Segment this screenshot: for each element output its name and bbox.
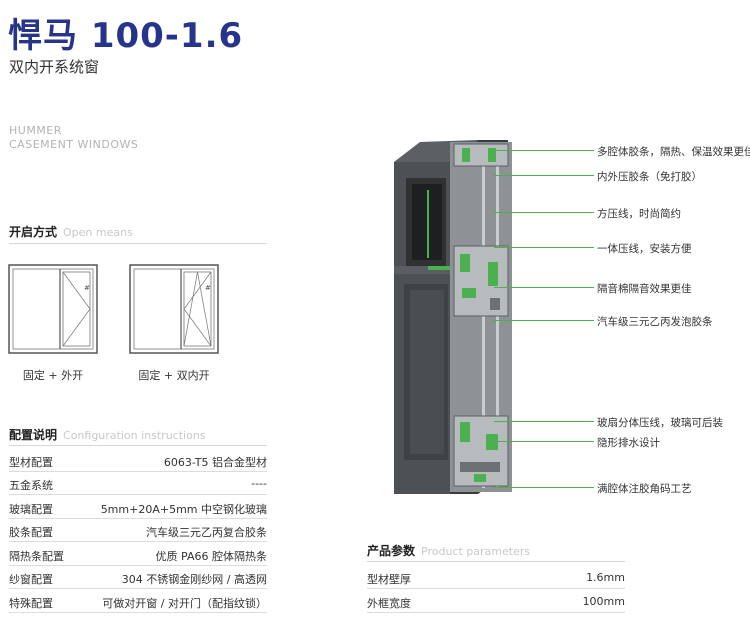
window-diagram-fixed-outward: # bbox=[8, 264, 98, 354]
english-title-line2: CASEMENT WINDOWS bbox=[9, 138, 139, 151]
callout-label: 内外压胶条（免打胶） bbox=[597, 171, 702, 183]
window-diagram-fixed-dual-inward: # bbox=[129, 264, 219, 354]
config-value: 5mm+20A+5mm 中空钢化玻璃 bbox=[100, 503, 267, 516]
product-parameters-heading: 产品参数 Product parameters bbox=[367, 542, 530, 559]
window-profile-illustration bbox=[394, 140, 512, 494]
config-key: 隔热条配置 bbox=[9, 550, 64, 563]
row-divider bbox=[367, 612, 625, 613]
row-divider bbox=[9, 612, 267, 613]
divider bbox=[367, 561, 625, 562]
config-key: 胶条配置 bbox=[9, 526, 53, 539]
config-value: 6063-T5 铝合金型材 bbox=[163, 456, 267, 469]
english-title-line1: HUMMER bbox=[9, 124, 62, 137]
page-subtitle: 双内开系统窗 bbox=[9, 58, 100, 76]
callout-leader bbox=[494, 287, 594, 288]
callout-label: 玻扇分体压线，玻璃可后装 bbox=[597, 417, 723, 429]
row-divider bbox=[367, 588, 625, 589]
callout-leader bbox=[494, 421, 594, 422]
open-means-heading: 开启方式 Open means bbox=[9, 223, 133, 240]
callout-label: 多腔体胶条，隔热、保温效果更佳 bbox=[597, 146, 750, 158]
config-value: ---- bbox=[251, 477, 267, 490]
row-divider bbox=[9, 588, 267, 589]
config-key: 纱窗配置 bbox=[9, 573, 53, 586]
param-key: 型材壁厚 bbox=[367, 573, 411, 586]
callout-label: 一体压线，安装方便 bbox=[597, 243, 692, 255]
callout-label: 隐形排水设计 bbox=[597, 437, 660, 449]
configuration-title: 配置说明 bbox=[9, 428, 58, 442]
callout-leader bbox=[494, 247, 594, 248]
callout-label: 满腔体注胶角码工艺 bbox=[597, 483, 692, 495]
divider bbox=[9, 445, 267, 446]
callout-leader bbox=[494, 150, 594, 151]
param-row: 外框宽度 100mm bbox=[367, 590, 625, 613]
callout-leader bbox=[494, 212, 594, 213]
row-divider bbox=[9, 518, 267, 519]
config-value: 优质 PA66 腔体隔热条 bbox=[155, 550, 267, 563]
window-label-fixed-outward: 固定 + 外开 bbox=[22, 369, 84, 382]
param-value: 1.6mm bbox=[586, 571, 625, 584]
config-row: 隔热条配置 优质 PA66 腔体隔热条 bbox=[9, 543, 267, 566]
callout-leader bbox=[494, 175, 594, 176]
open-means-title: 开启方式 bbox=[9, 225, 58, 239]
config-row: 型材配置 6063-T5 铝合金型材 bbox=[9, 449, 267, 472]
config-row: 五金系统 ---- bbox=[9, 472, 267, 495]
callout-leader bbox=[494, 441, 594, 442]
product-parameters-title-en: Product parameters bbox=[421, 545, 531, 558]
svg-text:#: # bbox=[205, 284, 211, 292]
config-value: 可做对开窗 / 对开门（配指纹锁） bbox=[102, 597, 267, 610]
configuration-heading: 配置说明 Configuration instructions bbox=[9, 426, 206, 443]
divider bbox=[9, 243, 267, 244]
config-row: 纱窗配置 304 不锈钢金刚纱网 / 高透网 bbox=[9, 566, 267, 589]
callout-leader bbox=[494, 487, 594, 488]
open-means-title-en: Open means bbox=[63, 226, 133, 239]
product-parameters-title: 产品参数 bbox=[367, 544, 416, 558]
row-divider bbox=[9, 565, 267, 566]
config-row: 玻璃配置 5mm+20A+5mm 中空钢化玻璃 bbox=[9, 496, 267, 519]
config-value: 304 不锈钢金刚纱网 / 高透网 bbox=[121, 573, 267, 586]
configuration-title-en: Configuration instructions bbox=[63, 429, 206, 442]
param-key: 外框宽度 bbox=[367, 597, 411, 610]
callout-label: 隔音棉隔音效果更佳 bbox=[597, 283, 692, 295]
config-value: 汽车级三元乙丙复合胶条 bbox=[146, 526, 267, 539]
param-row: 型材壁厚 1.6mm bbox=[367, 566, 625, 589]
callout-label: 方压线，时尚简约 bbox=[597, 208, 681, 220]
config-key: 五金系统 bbox=[9, 479, 53, 492]
page-title: 悍马 100-1.6 bbox=[8, 16, 244, 56]
config-row: 胶条配置 汽车级三元乙丙复合胶条 bbox=[9, 519, 267, 542]
row-divider bbox=[9, 494, 267, 495]
row-divider bbox=[9, 541, 267, 542]
config-row: 特殊配置 可做对开窗 / 对开门（配指纹锁） bbox=[9, 590, 267, 613]
config-key: 型材配置 bbox=[9, 456, 53, 469]
callout-leader bbox=[494, 320, 594, 321]
row-divider bbox=[9, 471, 267, 472]
config-key: 特殊配置 bbox=[9, 597, 53, 610]
param-value: 100mm bbox=[582, 595, 625, 608]
callout-label: 汽车级三元乙丙发泡胶条 bbox=[597, 316, 713, 328]
config-key: 玻璃配置 bbox=[9, 503, 53, 516]
svg-text:#: # bbox=[84, 284, 90, 292]
window-label-fixed-dual-inward: 固定 + 双内开 bbox=[138, 369, 210, 382]
